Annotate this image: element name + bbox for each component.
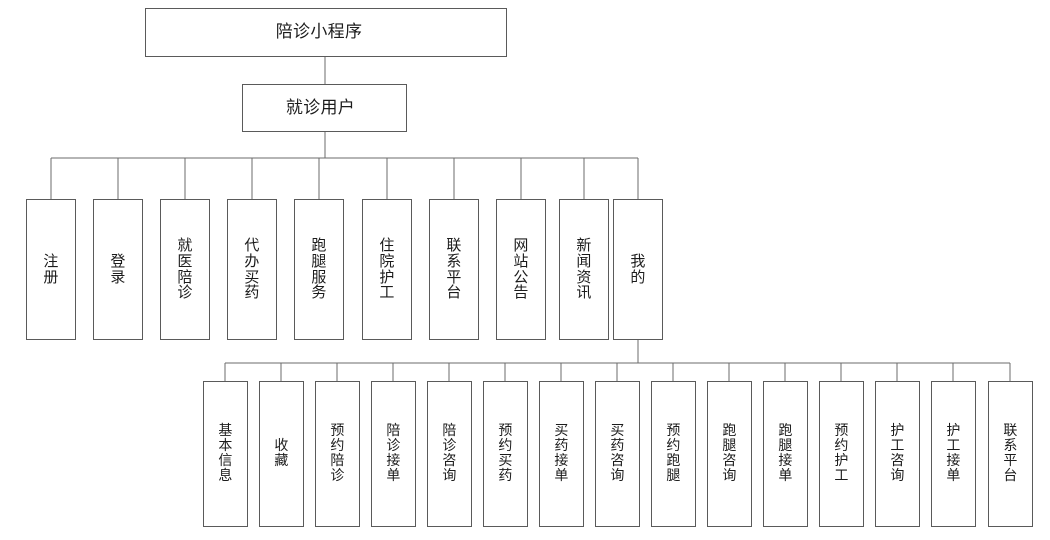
node-level3-8-label: 买药咨询: [610, 423, 625, 484]
node-level3-11-label: 跑腿接单: [778, 423, 793, 484]
node-level2-1[interactable]: 注册: [26, 199, 76, 340]
node-level2-6[interactable]: 住院护工: [362, 199, 412, 340]
node-level2-3[interactable]: 就医陪诊: [160, 199, 210, 340]
node-level3-2[interactable]: 收藏: [259, 381, 304, 527]
node-level3-13[interactable]: 护工咨询: [875, 381, 920, 527]
node-level2-3-label: 就医陪诊: [177, 235, 193, 302]
node-user[interactable]: 就诊用户: [242, 84, 407, 132]
node-level3-5[interactable]: 陪诊咨询: [427, 381, 472, 527]
node-level3-15-label: 联系平台: [1003, 423, 1018, 484]
node-level3-10-label: 跑腿咨询: [722, 423, 737, 484]
node-level2-2-label: 登录: [110, 251, 126, 286]
node-level2-9-label: 新闻资讯: [576, 235, 592, 302]
node-level3-4-label: 陪诊接单: [386, 423, 401, 484]
node-level3-9[interactable]: 预约跑腿: [651, 381, 696, 527]
node-level3-15[interactable]: 联系平台: [988, 381, 1033, 527]
node-level3-7[interactable]: 买药接单: [539, 381, 584, 527]
node-level3-12-label: 预约护工: [834, 423, 849, 484]
node-level3-13-label: 护工咨询: [890, 423, 905, 484]
node-level3-1-label: 基本信息: [218, 423, 233, 484]
node-root-label: 陪诊小程序: [275, 22, 363, 43]
node-root[interactable]: 陪诊小程序: [145, 8, 507, 57]
node-level3-9-label: 预约跑腿: [666, 423, 681, 484]
node-level3-7-label: 买药接单: [554, 423, 569, 484]
node-level2-9[interactable]: 新闻资讯: [559, 199, 609, 340]
node-level3-10[interactable]: 跑腿咨询: [707, 381, 752, 527]
node-level2-10[interactable]: 我的: [613, 199, 663, 340]
node-level2-1-label: 注册: [43, 251, 59, 286]
node-level2-6-label: 住院护工: [379, 235, 395, 302]
node-level3-4[interactable]: 陪诊接单: [371, 381, 416, 527]
node-level3-11[interactable]: 跑腿接单: [763, 381, 808, 527]
node-level2-7-label: 联系平台: [446, 235, 462, 302]
node-user-label: 就诊用户: [285, 97, 356, 118]
node-level2-8[interactable]: 网站公告: [496, 199, 546, 340]
node-level2-7[interactable]: 联系平台: [429, 199, 479, 340]
node-level2-5-label: 跑腿服务: [311, 235, 327, 302]
node-level3-14[interactable]: 护工接单: [931, 381, 976, 527]
node-level2-4-label: 代办买药: [244, 235, 260, 302]
node-level3-1[interactable]: 基本信息: [203, 381, 248, 527]
node-level3-6[interactable]: 预约买药: [483, 381, 528, 527]
node-level3-14-label: 护工接单: [946, 423, 961, 484]
node-level2-8-label: 网站公告: [513, 235, 529, 302]
node-level3-6-label: 预约买药: [498, 423, 513, 484]
node-level2-4[interactable]: 代办买药: [227, 199, 277, 340]
node-level3-12[interactable]: 预约护工: [819, 381, 864, 527]
node-level3-3[interactable]: 预约陪诊: [315, 381, 360, 527]
node-level3-3-label: 预约陪诊: [330, 423, 345, 484]
node-level2-10-label: 我的: [630, 251, 646, 286]
node-level2-2[interactable]: 登录: [93, 199, 143, 340]
node-level3-5-label: 陪诊咨询: [442, 423, 457, 484]
node-level3-2-label: 收藏: [274, 438, 289, 469]
node-level3-8[interactable]: 买药咨询: [595, 381, 640, 527]
node-level2-5[interactable]: 跑腿服务: [294, 199, 344, 340]
